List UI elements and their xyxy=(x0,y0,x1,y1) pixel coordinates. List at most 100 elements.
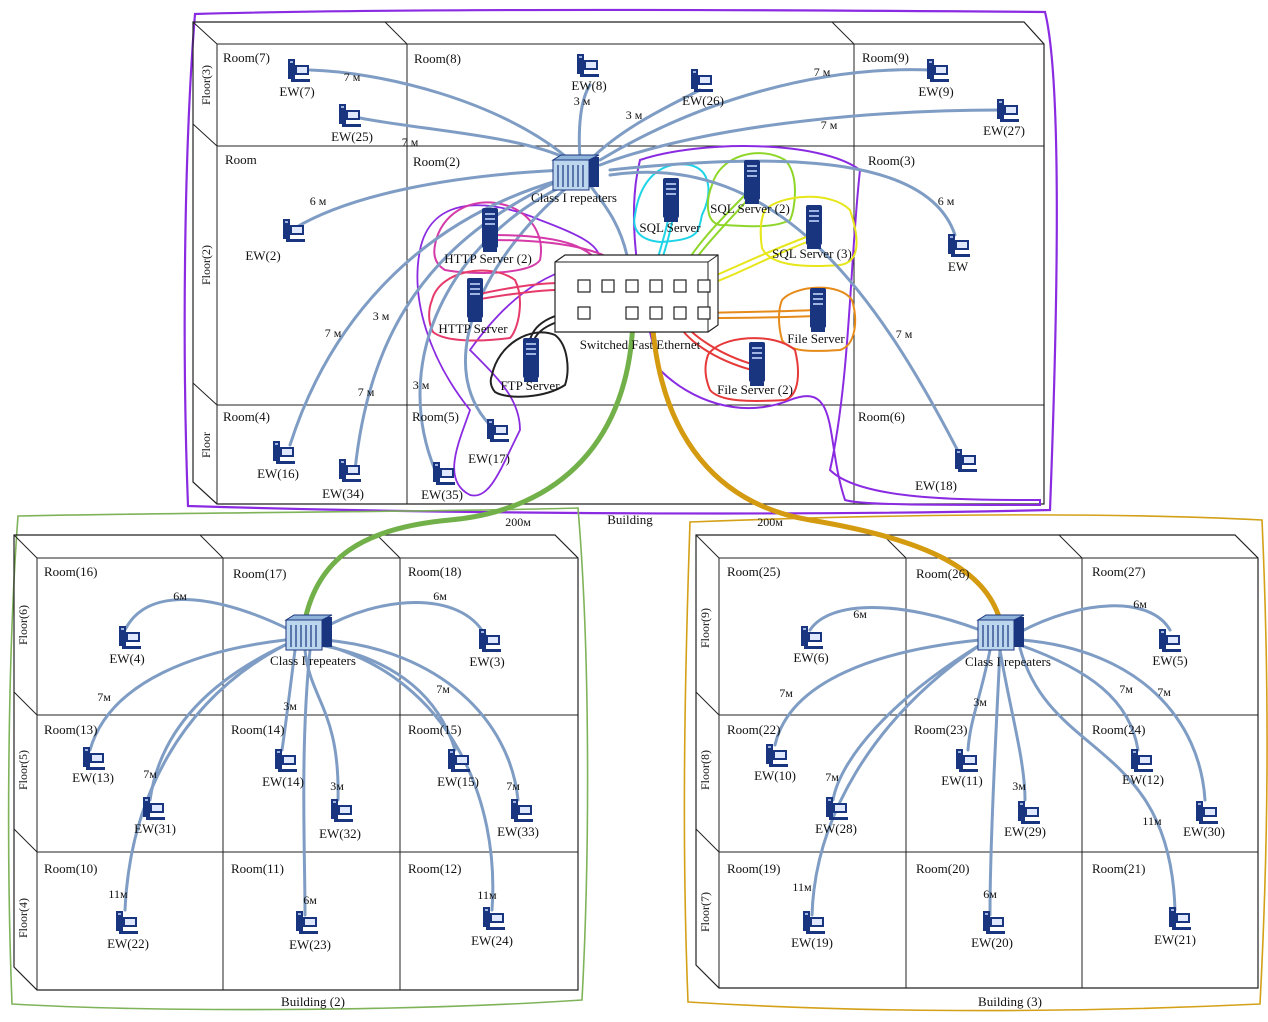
workstation-label: EW(17) xyxy=(468,451,510,466)
b2-cables xyxy=(88,598,520,917)
workstation-label: EW(27) xyxy=(983,123,1025,138)
room-label: Room(8) xyxy=(414,51,461,66)
workstation-label: EW(3) xyxy=(469,654,504,669)
repeater-label: Class I repeaters xyxy=(531,190,617,205)
server-label: File Server xyxy=(787,331,845,346)
switch-label: Switched Fast Ethernet xyxy=(580,337,701,352)
room-label: Room(7) xyxy=(223,50,270,65)
room-label: Room(6) xyxy=(858,409,905,424)
workstation-label: EW(34) xyxy=(322,486,364,501)
room-label: Room(23) xyxy=(914,722,967,737)
distance-label: 3м xyxy=(1012,779,1026,793)
distance-label: 6 м xyxy=(310,194,327,208)
file2-outline xyxy=(704,337,799,402)
distance-label: 7м xyxy=(506,779,520,793)
workstation-icon xyxy=(487,419,509,442)
workstation-label: EW(13) xyxy=(72,770,114,785)
workstation-icon xyxy=(116,911,138,934)
distance-label: 11м xyxy=(1142,814,1162,828)
workstation-label: EW(19) xyxy=(791,935,833,950)
floor-label: Floor(9) xyxy=(698,608,712,648)
building3 xyxy=(695,534,1259,989)
server-icon xyxy=(467,278,483,322)
workstation-icon xyxy=(956,749,978,772)
server-icon xyxy=(482,208,498,252)
floor-label: Floor(3) xyxy=(199,65,213,105)
distance-label: 7м xyxy=(1119,682,1133,696)
room-label: Room(5) xyxy=(412,409,459,424)
distance-label: 3 м xyxy=(574,94,591,108)
workstation-icon xyxy=(803,911,825,934)
distance-label: 11м xyxy=(792,880,812,894)
workstation-label: EW(7) xyxy=(279,84,314,99)
switch-icon xyxy=(554,254,719,333)
workstation-icon xyxy=(948,234,970,257)
room-label: Room(22) xyxy=(727,722,780,737)
workstation-icon xyxy=(577,54,599,77)
distance-label: 3 м xyxy=(413,378,430,392)
workstation-icon xyxy=(288,59,310,82)
workstation-label: EW(10) xyxy=(754,768,796,783)
room-label: Room(12) xyxy=(408,861,461,876)
distance-label: 3 м xyxy=(373,309,390,323)
distance-label: 3м xyxy=(283,699,297,713)
building3-outline xyxy=(683,514,1268,1012)
room-label: Room(13) xyxy=(44,722,97,737)
workstation-icon xyxy=(1159,629,1181,652)
server-icon xyxy=(749,342,765,386)
distance-label: 7 м xyxy=(344,70,361,84)
workstation-label: EW(14) xyxy=(262,774,304,789)
workstation-icon xyxy=(997,99,1019,122)
workstation-label: EW(9) xyxy=(918,84,953,99)
server-icon xyxy=(810,288,826,332)
repeater-label: Class I repeaters xyxy=(270,653,356,668)
distance-label: 7 м xyxy=(325,326,342,340)
distance-label: 7м xyxy=(143,767,157,781)
workstation-icon xyxy=(1131,749,1153,772)
http2-outline xyxy=(433,201,542,274)
distance-label: 7м xyxy=(436,682,450,696)
repeater-icon xyxy=(552,154,600,191)
server-label: SQL Server xyxy=(639,220,701,235)
workstation-icon xyxy=(339,459,361,482)
floor-label: Floor(6) xyxy=(16,605,30,645)
workstation-label: EW(15) xyxy=(437,774,479,789)
repeater-label: Class I repeaters xyxy=(965,654,1051,669)
workstation-label: EW(31) xyxy=(134,821,176,836)
distance-label: 3м xyxy=(973,695,987,709)
room-label: Room(20) xyxy=(916,861,969,876)
room-label: Room(21) xyxy=(1092,861,1145,876)
room-label: Room(24) xyxy=(1092,722,1145,737)
distance-label: 7 м xyxy=(814,65,831,79)
room-label: Room(25) xyxy=(727,564,780,579)
room-label: Room(26) xyxy=(916,566,969,581)
server-icon xyxy=(744,160,760,204)
workstation-icon xyxy=(143,797,165,820)
repeater-icon xyxy=(977,614,1025,651)
server-label: SQL Server (3) xyxy=(772,246,852,261)
distance-label: 11м xyxy=(108,887,128,901)
workstation-label: EW(22) xyxy=(107,936,149,951)
room-label: Room(11) xyxy=(231,861,284,876)
room-label: Room(9) xyxy=(862,50,909,65)
repeater-icon xyxy=(285,614,333,651)
workstation-label: EW(33) xyxy=(497,824,539,839)
room-label: Room(4) xyxy=(223,409,270,424)
b3-cables xyxy=(773,604,1207,917)
workstation-label: EW(12) xyxy=(1122,772,1164,787)
server-label: HTTP Server xyxy=(438,321,508,336)
building-name: Building (3) xyxy=(978,994,1042,1009)
workstation-icon xyxy=(479,629,501,652)
link-to-building3 xyxy=(649,317,1003,621)
ftp-outline xyxy=(489,331,569,398)
link-to-building2 xyxy=(302,317,636,621)
distance-label: 11м xyxy=(477,888,497,902)
distance-label: 6м xyxy=(853,607,867,621)
workstation-label: EW(18) xyxy=(915,478,957,493)
workstation-label: EW(2) xyxy=(245,248,280,263)
workstation-icon xyxy=(511,799,533,822)
room-label: Room(16) xyxy=(44,564,97,579)
workstation-label: EW(6) xyxy=(793,650,828,665)
